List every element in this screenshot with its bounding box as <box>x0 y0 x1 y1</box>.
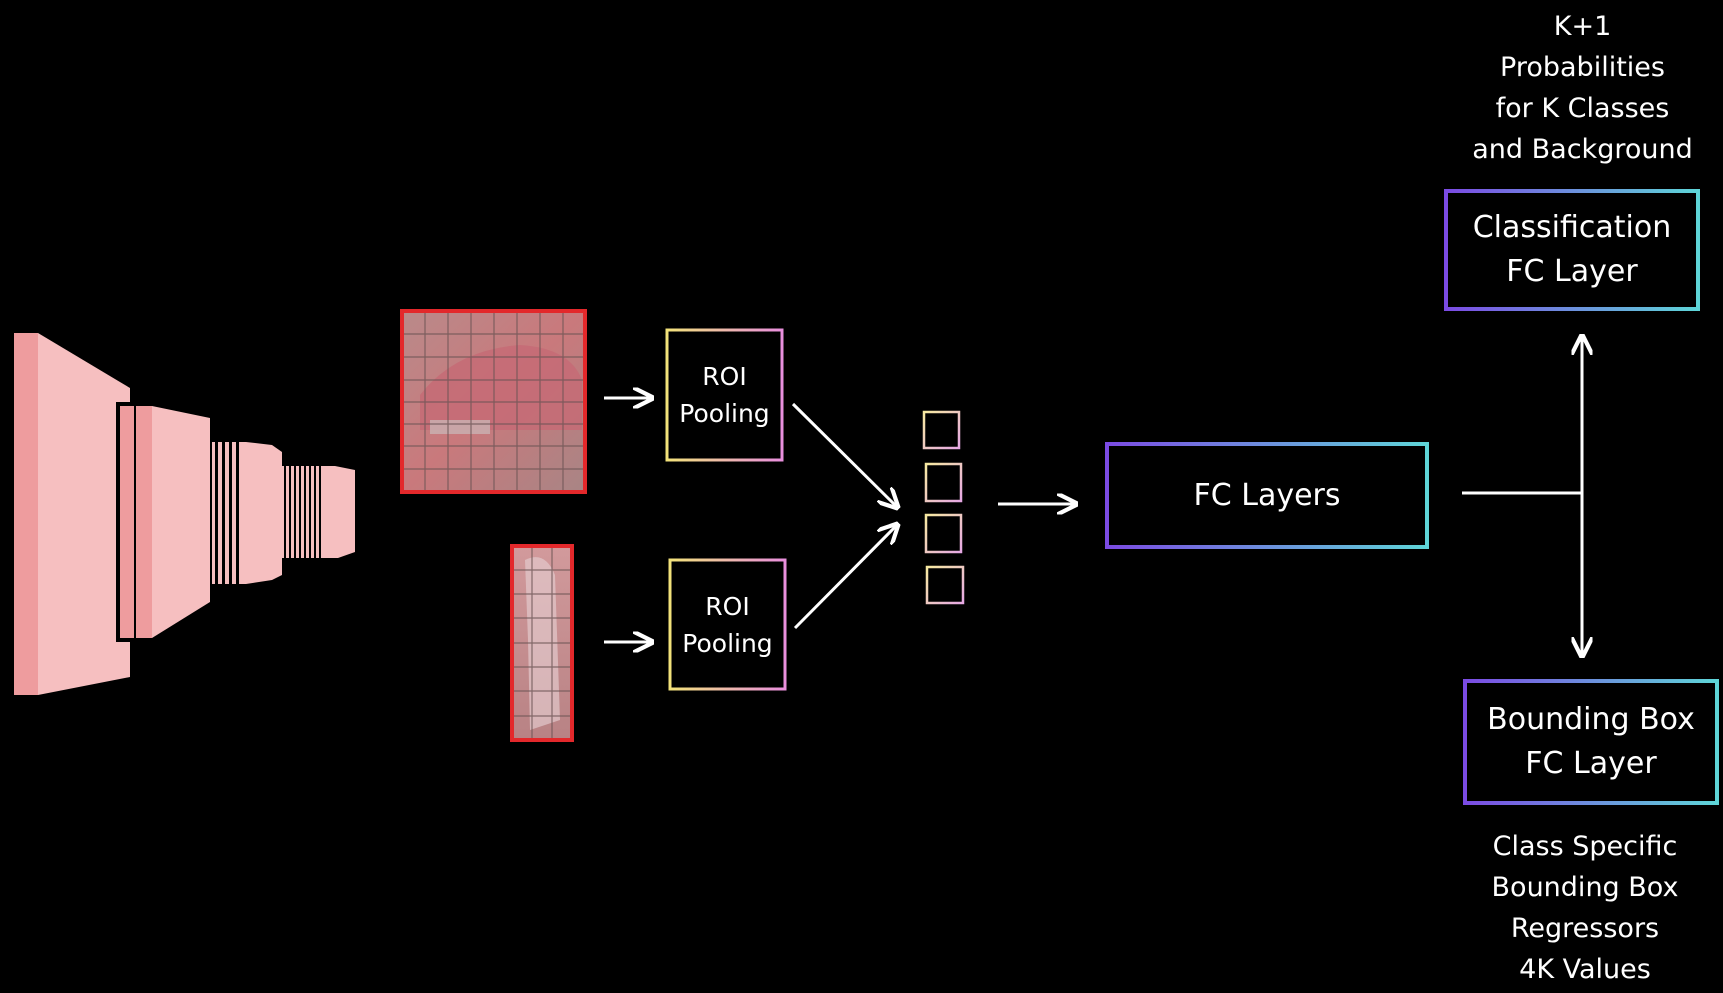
roi-pooling-top-line1: ROI <box>702 362 747 391</box>
note-line: for K Classes <box>1495 93 1670 124</box>
arrows <box>604 338 1582 654</box>
roi-pooling-top: ROI Pooling <box>667 330 782 460</box>
fc-layers-box: FC Layers <box>1107 444 1427 547</box>
roi-region-person <box>510 544 574 742</box>
classification-fc-box: Classification FC Layer <box>1446 191 1698 309</box>
roi-region-car <box>400 309 587 494</box>
roi-pooling-bottom-line2: Pooling <box>682 628 773 658</box>
note-line: K+1 <box>1553 11 1612 42</box>
fc-layers-border <box>1105 442 1429 549</box>
roi-pooling-bottom-border <box>668 558 787 691</box>
bbox-output-note: Class Specific Bounding Box Regressors 4… <box>1450 826 1720 990</box>
bbox-line2: FC Layer <box>1525 746 1657 781</box>
fc-layers-label: FC Layers <box>1193 478 1341 513</box>
roi-pooling-top-border <box>665 328 784 462</box>
roi-pooling-bottom-line1: ROI <box>705 591 750 621</box>
roi-pooling-bottom: ROI Pooling <box>670 560 785 689</box>
note-line: and Background <box>1472 134 1693 165</box>
feature-cell <box>924 462 963 503</box>
classification-output-note: K+1 Probabilities for K Classes and Back… <box>1440 6 1723 170</box>
classification-border <box>1444 189 1700 311</box>
feature-cell <box>924 513 963 554</box>
arrow-pool-bottom-to-features <box>793 526 896 630</box>
bbox-fc-box: Bounding Box FC Layer <box>1465 681 1717 803</box>
bbox-line1: Bounding Box <box>1487 702 1695 737</box>
bbox-border <box>1463 679 1719 805</box>
feature-cell <box>925 565 965 605</box>
cnn-block-4 <box>282 466 355 558</box>
roi-pooling-top-line2: Pooling <box>679 399 770 428</box>
arrow-pool-top-to-features <box>791 402 896 506</box>
classification-line1: Classification <box>1472 210 1672 245</box>
note-line: 4K Values <box>1519 954 1651 985</box>
roi-grid-person <box>512 546 572 740</box>
note-line: Probabilities <box>1500 52 1665 83</box>
note-line: Regressors <box>1510 913 1660 944</box>
feature-cell <box>922 410 961 450</box>
cnn-block-3 <box>212 442 282 584</box>
cnn-backbone <box>14 333 355 695</box>
cnn-block-1 <box>14 333 130 695</box>
note-line: Class Specific <box>1492 831 1678 862</box>
roi-grid-car <box>402 311 585 492</box>
note-line: Bounding Box <box>1491 872 1679 903</box>
classification-line2: FC Layer <box>1506 254 1638 289</box>
feature-vector <box>922 410 965 605</box>
cnn-block-2 <box>116 402 210 642</box>
